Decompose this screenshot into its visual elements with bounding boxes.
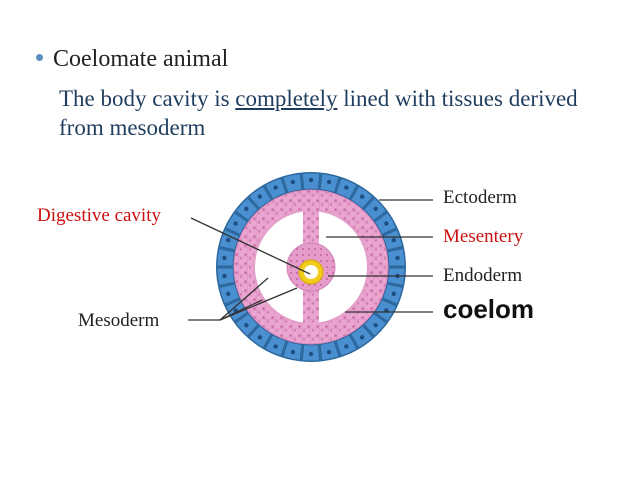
mesentery-label: Mesentery [443, 226, 524, 247]
ectoderm-cell-nucleus [222, 255, 227, 261]
ectoderm-cell-nucleus [290, 349, 296, 355]
ectoderm-cell-nucleus [344, 185, 349, 190]
digestive-cavity [304, 265, 318, 279]
coelom-label: coelom [443, 294, 535, 324]
ectoderm-cell-nucleus [391, 291, 396, 297]
ectoderm-cell-nucleus [257, 335, 263, 340]
ectoderm-cell-nucleus [222, 273, 227, 279]
ectoderm-cell-nucleus [273, 344, 278, 349]
mesoderm-label: Mesoderm [78, 310, 160, 331]
bullet-dot-icon [36, 53, 43, 61]
description-part1: The body cavity is [59, 86, 236, 111]
ectoderm-cell-nucleus [373, 323, 378, 328]
ectoderm-label: Ectoderm [443, 187, 517, 208]
ectoderm-cell-nucleus [373, 206, 378, 211]
ectoderm-cell-nucleus [244, 323, 249, 328]
mesoderm-pointer-a [219, 277, 269, 321]
ectoderm-cell-nucleus [395, 255, 400, 261]
ectoderm-cell-nucleus [359, 335, 365, 340]
description-emphasis: completely [235, 86, 338, 111]
ectoderm-cell-nucleus [384, 221, 389, 226]
description-part2: lined with tissues derived from mesoderm [59, 86, 578, 140]
ectoderm-cell-nucleus [244, 206, 249, 211]
ectoderm-cells [216, 172, 406, 362]
ectoderm-cell-nucleus [308, 177, 314, 183]
ectoderm-cell-nucleus [391, 237, 396, 243]
bullet-title: Coelomate animal [53, 46, 229, 72]
description-text: The body cavity is completely lined with… [59, 84, 579, 142]
ectoderm-cell-nucleus [359, 194, 365, 199]
mesoderm-pointer-c [219, 287, 298, 321]
ectoderm-cell-nucleus [233, 221, 238, 226]
ectoderm-cell-nucleus [326, 179, 332, 185]
ectoderm-cell-nucleus [273, 185, 278, 190]
digestive-cavity-label: Digestive cavity [37, 205, 161, 226]
ectoderm-cell-nucleus [226, 237, 231, 243]
ectoderm-cell-nucleus [308, 351, 314, 357]
bullet-item: Coelomate animal [36, 46, 228, 73]
ectoderm-cell-nucleus [344, 344, 349, 349]
ectoderm-cell-nucleus [226, 291, 231, 297]
ectoderm-cell-nucleus [257, 194, 263, 199]
ectoderm-cell-nucleus [290, 179, 296, 185]
digestive-cavity-pointer [190, 217, 311, 275]
ectoderm-cell-nucleus [326, 349, 332, 355]
endoderm-label: Endoderm [443, 265, 523, 286]
